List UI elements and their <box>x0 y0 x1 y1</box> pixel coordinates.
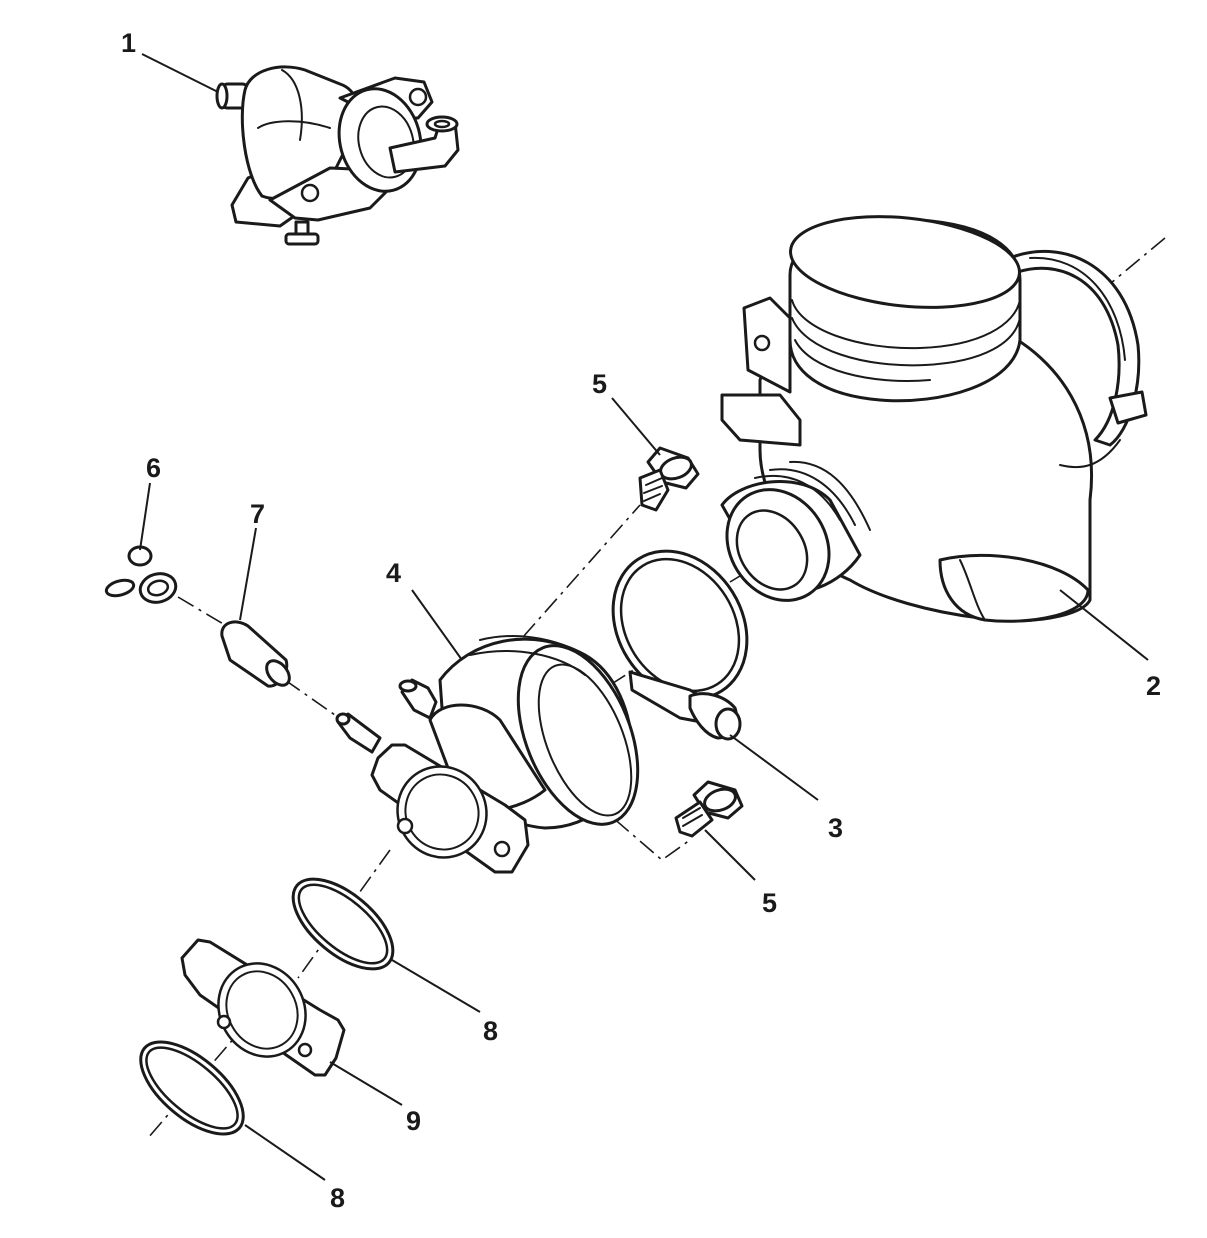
callout-5-lower: 5 <box>762 888 777 918</box>
callout-1: 1 <box>121 28 136 58</box>
part-3-hose-clamp <box>611 549 749 741</box>
leader-lines <box>139 53 1149 1181</box>
part-9-gasket <box>180 938 346 1077</box>
part-1-valve <box>215 65 460 246</box>
part-2-throttle-body <box>720 215 1148 623</box>
callout-6: 6 <box>146 453 161 483</box>
callout-8-lower: 8 <box>330 1183 345 1213</box>
part-8-o-ring-lower <box>139 1040 245 1136</box>
part-6-spring-clip <box>104 545 178 604</box>
part-7-cap <box>220 620 291 688</box>
callout-3: 3 <box>828 813 843 843</box>
callout-8-upper: 8 <box>483 1016 498 1046</box>
callout-2: 2 <box>1146 671 1161 701</box>
callout-4: 4 <box>386 558 401 588</box>
part-4-adaptor <box>335 635 640 874</box>
callout-5-upper: 5 <box>592 369 607 399</box>
callout-9: 9 <box>406 1106 421 1136</box>
callouts: 1 2 3 4 5 5 6 7 8 8 9 <box>121 28 1161 1213</box>
callout-7: 7 <box>250 499 265 529</box>
part-5-bolt-upper <box>638 446 700 512</box>
part-8-o-ring-upper <box>291 877 395 971</box>
part-5-bolt-lower <box>674 780 744 838</box>
